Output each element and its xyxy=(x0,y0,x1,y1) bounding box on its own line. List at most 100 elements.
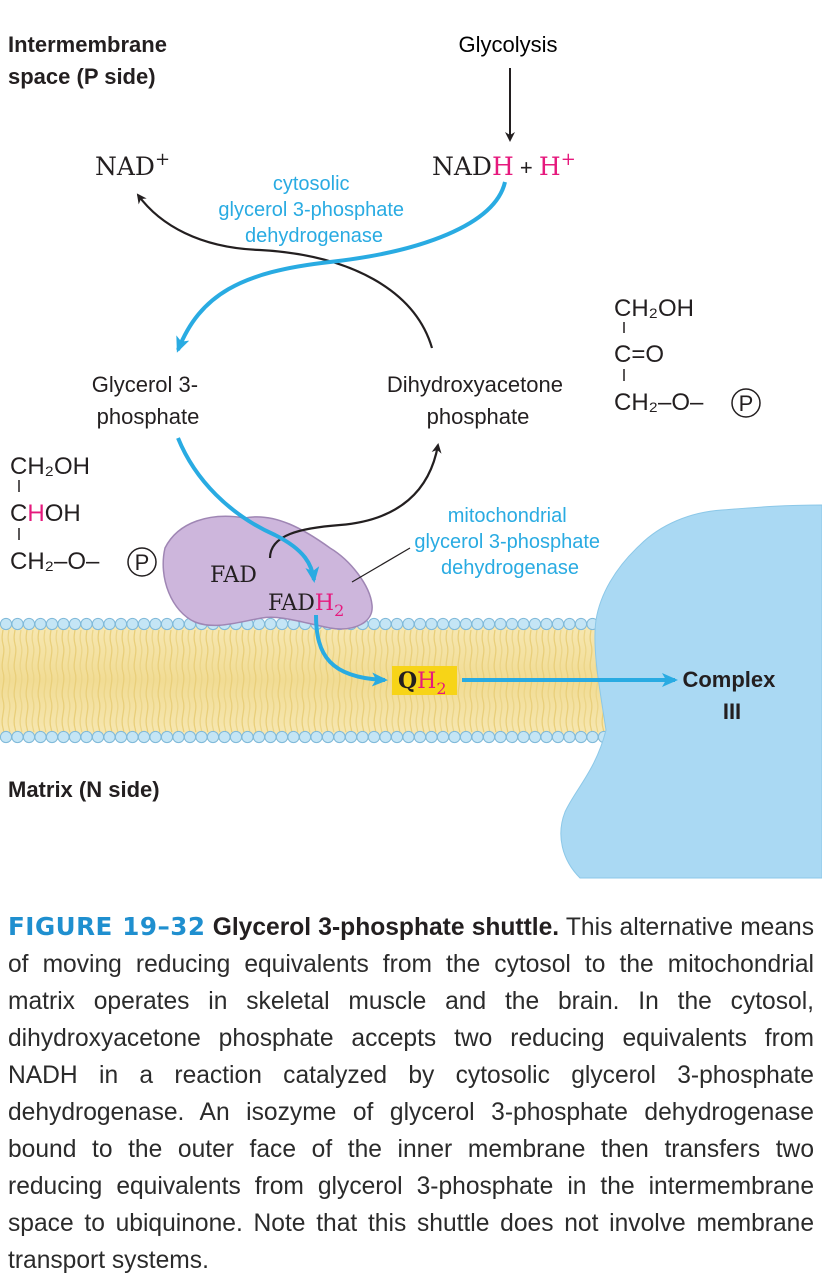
lipid-headgroup xyxy=(379,730,392,744)
lipid-headgroup xyxy=(11,617,24,631)
g3p-label: Glycerol 3- phosphate xyxy=(92,372,204,429)
lipid-headgroup xyxy=(517,617,530,631)
arrow-nadh-to-g3p xyxy=(176,181,507,353)
lipid-headgroup xyxy=(0,617,13,631)
lipid-headgroup xyxy=(160,617,174,631)
lipid-headgroup xyxy=(80,617,93,631)
matrix-label: Matrix (N side) xyxy=(8,777,160,802)
lipid-headgroup xyxy=(310,730,323,744)
lipid-headgroup xyxy=(68,730,82,744)
lipid-headgroup xyxy=(494,617,507,631)
qh2-highlight xyxy=(392,666,457,695)
lipid-headgroup xyxy=(126,730,139,744)
lipid-headgroup xyxy=(494,730,507,744)
lipid-headgroup xyxy=(160,730,174,744)
lipid-headgroup xyxy=(11,730,24,744)
pointer-line-mito-enzyme xyxy=(351,547,411,583)
svg-text:P: P xyxy=(739,391,754,416)
lipid-headgroup xyxy=(229,730,243,744)
lipid-headgroup xyxy=(114,617,128,631)
svg-text:P: P xyxy=(135,550,150,575)
lipid-headgroup xyxy=(149,730,162,744)
svg-text:CHOH: CHOH xyxy=(10,500,81,527)
lipid-headgroup xyxy=(574,617,588,631)
lipid-headgroup xyxy=(57,617,70,631)
lipid-headgroup xyxy=(91,730,105,744)
arrow-fadh2-to-qh2 xyxy=(314,614,388,687)
lipid-headgroup xyxy=(528,730,542,744)
lipid-headgroup xyxy=(80,730,93,744)
lipid-headgroup xyxy=(103,730,116,744)
lipid-headgroup xyxy=(172,730,185,744)
intermembrane-label: Intermembrane space (P side) xyxy=(8,32,173,89)
lipid-headgroup xyxy=(379,617,392,631)
lipid-headgroup xyxy=(574,730,588,744)
lipid-headgroup xyxy=(402,617,415,631)
lipid-headgroup xyxy=(367,730,381,744)
nad-plus-label: NAD+ xyxy=(95,149,170,181)
lipid-headgroup xyxy=(22,617,36,631)
lipid-headgroup xyxy=(321,730,335,744)
mitochondrial-enzyme-label: mitochondrial glycerol 3-phosphate dehyd… xyxy=(414,505,605,579)
dhap-label: Dihydroxyacetone phosphate xyxy=(387,372,569,429)
svg-text:C=O: C=O xyxy=(614,341,664,368)
g3p-structure: CH₂OH CHOH CH₂–O– P xyxy=(10,453,157,577)
lipid-headgroup xyxy=(45,730,59,744)
lipid-headgroup xyxy=(195,730,208,744)
svg-text:CH₂–O–: CH₂–O– xyxy=(10,548,100,575)
nadh-label: NADH + H+ xyxy=(432,149,576,181)
lipid-headgroup xyxy=(482,617,496,631)
svg-text:CH₂OH: CH₂OH xyxy=(10,453,90,480)
lipid-headgroup xyxy=(563,730,576,744)
lipid-headgroup xyxy=(241,730,254,744)
lipid-headgroup xyxy=(183,730,197,744)
lipid-headgroup xyxy=(275,730,289,744)
arrow-g3p-to-fadh2 xyxy=(176,437,320,583)
complex-iii-protein xyxy=(560,504,822,879)
lipid-headgroup xyxy=(448,617,461,631)
lipid-headgroup xyxy=(356,730,369,744)
lipid-headgroup xyxy=(57,730,70,744)
figure-title: Glycerol 3-phosphate shuttle. xyxy=(212,914,560,941)
lipid-headgroup xyxy=(264,617,277,631)
arrow-dhap-to-nad xyxy=(136,193,434,349)
lipid-headgroup xyxy=(22,730,36,744)
lipid-headgroup xyxy=(218,730,231,744)
lipid-headgroup xyxy=(91,617,105,631)
svg-text:CH₂OH: CH₂OH xyxy=(614,295,694,322)
lipid-headgroup xyxy=(459,617,473,631)
lipid-headgroup xyxy=(402,730,415,744)
lipid-headgroup xyxy=(103,617,116,631)
lipid-headgroup xyxy=(34,730,47,744)
lipid-headgroup xyxy=(528,617,542,631)
lipid-headgroup xyxy=(586,730,599,744)
cytosolic-enzyme-label: cytosolic glycerol 3-phosphate dehydroge… xyxy=(218,173,409,247)
lipid-headgroup xyxy=(436,730,450,744)
glycerol-phosphate-shuttle-diagram: Intermembrane space (P side) Glycolysis … xyxy=(0,32,822,879)
lipid-headgroup xyxy=(517,730,530,744)
lipid-headgroup xyxy=(149,617,162,631)
lipid-headgroup xyxy=(551,617,565,631)
dhap-structure: CH₂OH C=O CH₂–O– P xyxy=(614,295,761,418)
lipid-headgroup xyxy=(482,730,496,744)
lipid-headgroup xyxy=(425,617,438,631)
figure-number: FIGURE 19–32 xyxy=(8,912,206,941)
lipid-headgroup xyxy=(206,730,220,744)
figure-caption-body: This alternative means of moving reducin… xyxy=(8,914,815,1274)
lipid-headgroup xyxy=(344,730,358,744)
lipid-headgroup xyxy=(390,617,404,631)
svg-text:CH₂–O–: CH₂–O– xyxy=(614,389,704,416)
lipid-headgroup xyxy=(287,730,300,744)
lipid-headgroup xyxy=(114,730,128,744)
lipid-headgroup xyxy=(275,617,289,631)
lipid-headgroup xyxy=(367,617,381,631)
lipid-headgroup xyxy=(471,730,484,744)
fadh2-label: FADH2 xyxy=(268,591,344,620)
lipid-headgroup xyxy=(540,730,553,744)
lipid-headgroup xyxy=(264,730,277,744)
lipid-headgroup xyxy=(45,617,59,631)
complex-iii-label: Complex III xyxy=(682,667,781,724)
lipid-headgroup xyxy=(563,617,576,631)
lipid-headgroup xyxy=(390,730,404,744)
lipid-headgroup xyxy=(252,617,266,631)
